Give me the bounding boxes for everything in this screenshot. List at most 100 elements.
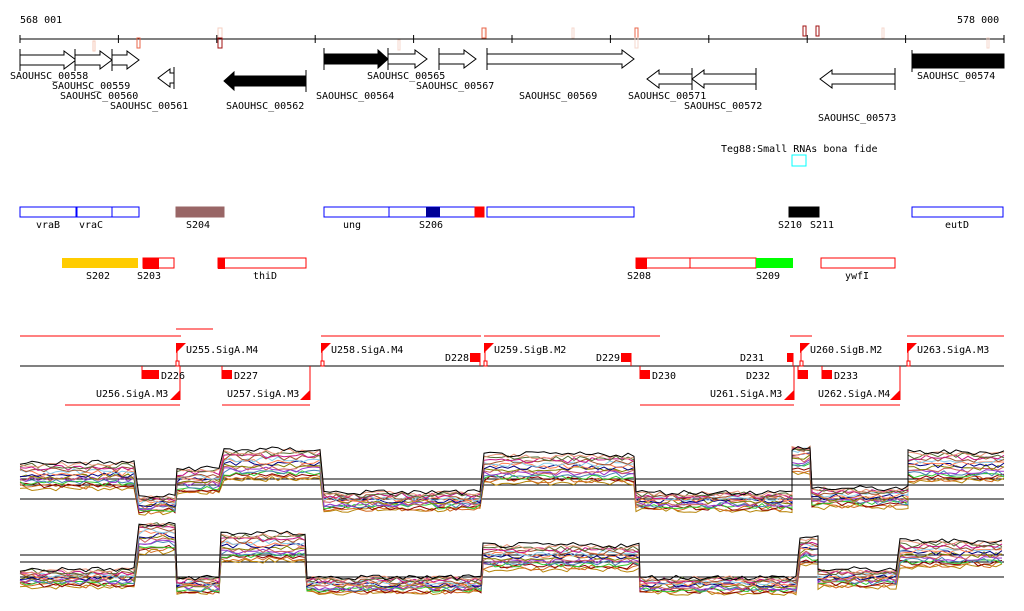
operon-box[interactable] [323,206,390,218]
operon-feature[interactable]: vraC [76,206,113,231]
operon-feature[interactable] [486,206,635,218]
gene-arrow[interactable] [691,69,757,89]
gene-feature[interactable]: SAOUHSC_00571 [628,68,706,102]
segment-box[interactable] [217,257,307,269]
gene-arrow[interactable] [323,48,389,70]
gene-label[interactable]: SAOUHSC_00569 [519,91,597,102]
gene-arrow[interactable] [157,68,175,88]
operon-box[interactable] [175,206,225,218]
segment-feature[interactable]: ywfI [820,257,896,282]
segment-feature[interactable]: S203 [137,257,175,282]
gene-feature[interactable]: SAOUHSC_00574 [911,50,1005,82]
gene-arrow[interactable] [19,50,77,70]
gene-label[interactable]: SAOUHSC_00574 [917,71,995,82]
variant-marker[interactable] [481,27,487,39]
promoter-up[interactable]: U260.SigB.M2 [799,343,882,367]
gene-label[interactable]: SAOUHSC_00565 [367,71,445,82]
variant-marker[interactable] [92,40,96,52]
promoter-up[interactable]: U263.SigA.M3 [906,343,989,367]
promoter-down[interactable]: U257.SigA.M3 [227,366,311,400]
gene-feature[interactable]: SAOUHSC_00561 [110,67,188,112]
segment-feature[interactable]: S209 [756,258,793,282]
promoter-down[interactable]: U262.SigA.M4 [818,366,901,400]
gene-arrow[interactable] [819,69,896,89]
gene-label[interactable]: SAOUHSC_00558 [10,71,88,82]
gene-label[interactable]: SAOUHSC_00562 [226,101,304,112]
gene-arrow[interactable] [646,69,693,89]
variant-marker[interactable] [634,37,639,49]
gene-label[interactable]: SAOUHSC_00561 [110,101,188,112]
gene-feature[interactable]: SAOUHSC_00562 [223,70,307,112]
variant-marker[interactable] [881,27,885,39]
gene-label[interactable]: SAOUHSC_00571 [628,91,706,102]
terminator[interactable]: D230 [639,366,676,382]
operon-feature[interactable]: S211 [810,220,834,231]
operon-feature[interactable] [111,206,140,218]
segment-box[interactable] [62,258,138,268]
promoter-down[interactable]: U256.SigA.M3 [96,366,181,400]
promoter-up[interactable]: U258.SigA.M4 [320,343,403,367]
variant-marker[interactable] [136,37,141,49]
operon-feature[interactable]: S204 [175,206,225,231]
gene-arrow[interactable] [486,49,635,69]
gene-arrow[interactable] [111,50,140,70]
operon-feature[interactable]: eutD [911,206,1004,231]
operon-feature[interactable]: vraB [19,206,77,231]
operon-box[interactable] [474,206,485,218]
variant-marker[interactable] [397,39,401,51]
segment-feature[interactable]: thiD [217,257,307,282]
variant-marker[interactable] [986,37,990,49]
terminator[interactable]: D227 [221,366,258,382]
segment-feature[interactable] [689,257,757,269]
operon-box[interactable] [911,206,1004,218]
gene-arrow[interactable] [911,53,1005,69]
gene-label[interactable]: SAOUHSC_00560 [60,91,138,102]
segment-box[interactable] [689,257,757,269]
segment-feature[interactable]: S202 [62,258,138,282]
gene-feature[interactable]: SAOUHSC_00564 [316,48,394,102]
promoter-up[interactable]: U259.SigB.M2 [483,343,566,367]
segment-box[interactable] [756,258,793,268]
terminator[interactable]: D231 [740,353,794,366]
segment-feature[interactable]: S208 [627,257,691,282]
variant-marker[interactable] [634,27,639,39]
gene-feature[interactable]: SAOUHSC_00567 [416,48,494,92]
gene-feature[interactable]: SAOUHSC_00573 [818,68,896,124]
segment-box[interactable] [820,257,896,269]
operon-feature[interactable]: ung [323,206,390,231]
promoter-down[interactable]: U261.SigA.M3 [710,366,795,400]
gene-arrow[interactable] [223,70,307,92]
gene-arrow[interactable] [438,49,477,69]
operon-feature[interactable] [474,206,485,218]
promoter-up[interactable]: U255.SigA.M4 [175,343,258,367]
gene-label[interactable]: SAOUHSC_00559 [52,81,130,92]
gene-arrow[interactable] [387,49,428,69]
terminator[interactable]: D233 [821,366,858,382]
gene-label[interactable]: SAOUHSC_00567 [416,81,494,92]
terminator[interactable]: D226 [141,366,185,382]
gene-label[interactable]: SAOUHSC_00573 [818,113,896,124]
gene-feature[interactable]: SAOUHSC_00569 [486,48,635,102]
variant-marker[interactable] [802,25,807,37]
gene-feature[interactable]: SAOUHSC_00558 [10,49,88,82]
gene-label[interactable]: SAOUHSC_00572 [684,101,762,112]
variant-marker[interactable] [217,37,223,49]
terminator[interactable]: D228 [445,353,481,366]
operon-box[interactable] [19,206,77,218]
operon-box[interactable] [76,206,113,218]
gene-feature[interactable]: SAOUHSC_00565 [367,48,445,82]
operon-box[interactable] [788,206,820,218]
gene-feature[interactable]: SAOUHSC_00559 [52,49,130,92]
variant-marker[interactable] [217,27,223,39]
variant-marker[interactable] [815,25,820,37]
gene-arrow[interactable] [74,50,113,70]
srna-feature[interactable] [791,154,807,167]
gene-feature[interactable]: SAOUHSC_00572 [684,68,762,112]
operon-box[interactable] [486,206,635,218]
gene-label[interactable]: SAOUHSC_00564 [316,91,394,102]
gene-feature[interactable]: SAOUHSC_00560 [60,49,140,102]
variant-marker[interactable] [571,27,575,39]
terminator[interactable]: D232 [746,366,808,382]
operon-box[interactable] [111,206,140,218]
